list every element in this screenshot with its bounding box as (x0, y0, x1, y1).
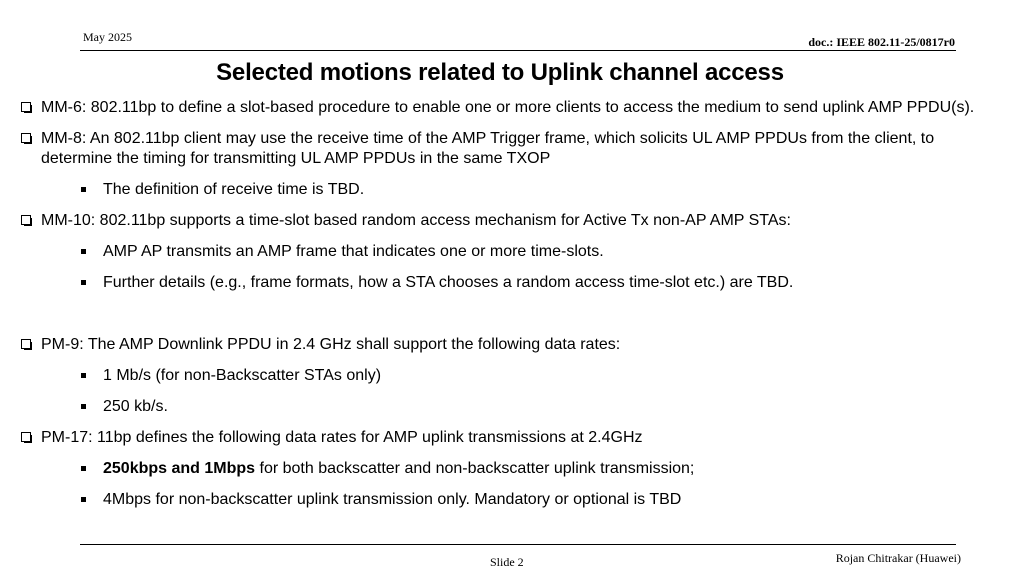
sub-item-text: Further details (e.g., frame formats, ho… (103, 274, 794, 291)
sub-item-pm17-1: 250kbps and 1Mbps for both backscatter a… (17, 459, 1007, 479)
item-text: MM-6: 802.11bp to define a slot-based pr… (41, 99, 975, 116)
square-bullet-icon (81, 249, 86, 254)
list-item-mm8: MM-8: An 802.11bp client may use the rec… (17, 129, 1007, 169)
section-gap (17, 304, 1007, 335)
square-bullet-icon (81, 404, 86, 409)
checkbox-bullet-icon (21, 102, 32, 113)
item-text: MM-10: 802.11bp supports a time-slot bas… (41, 212, 791, 229)
sub-item-text: AMP AP transmits an AMP frame that indic… (103, 243, 604, 260)
square-bullet-icon (81, 187, 86, 192)
slide-number: Slide 2 (490, 555, 524, 569)
footer-divider (80, 544, 956, 545)
checkbox-bullet-icon (21, 339, 32, 350)
list-item-mm10: MM-10: 802.11bp supports a time-slot bas… (17, 211, 1007, 231)
sub-item-pm17-2: 4Mbps for non-backscatter uplink transmi… (17, 490, 1007, 510)
slide-body: MM-6: 802.11bp to define a slot-based pr… (17, 98, 1007, 521)
sub-item-text: for both backscatter and non-backscatter… (255, 460, 695, 477)
list-item-pm17: PM-17: 11bp defines the following data r… (17, 428, 1007, 448)
header-divider (80, 50, 956, 51)
sub-item-mm10-1: AMP AP transmits an AMP frame that indic… (17, 242, 1007, 262)
sub-item-text: 4Mbps for non-backscatter uplink transmi… (103, 491, 682, 508)
checkbox-bullet-icon (21, 133, 32, 144)
list-item-pm9: PM-9: The AMP Downlink PPDU in 2.4 GHz s… (17, 335, 1007, 355)
checkbox-bullet-icon (21, 432, 32, 443)
slide-title: Selected motions related to Uplink chann… (216, 59, 784, 86)
header-doc-number: doc.: IEEE 802.11-25/0817r0 (808, 35, 955, 49)
sub-item-text: The definition of receive time is TBD. (103, 181, 365, 198)
item-text: PM-9: The AMP Downlink PPDU in 2.4 GHz s… (41, 336, 621, 353)
sub-item-pm9-2: 250 kb/s. (17, 397, 1007, 417)
sub-item-mm8-1: The definition of receive time is TBD. (17, 180, 1007, 200)
square-bullet-icon (81, 280, 86, 285)
checkbox-bullet-icon (21, 215, 32, 226)
sub-item-mm10-2: Further details (e.g., frame formats, ho… (17, 273, 1007, 293)
sub-item-pm9-1: 1 Mb/s (for non-Backscatter STAs only) (17, 366, 1007, 386)
sub-item-text: 250 kb/s. (103, 398, 168, 415)
header-date: May 2025 (83, 30, 132, 44)
square-bullet-icon (81, 497, 86, 502)
item-text: PM-17: 11bp defines the following data r… (41, 429, 643, 446)
sub-item-text: 1 Mb/s (for non-Backscatter STAs only) (103, 367, 382, 384)
square-bullet-icon (81, 466, 86, 471)
square-bullet-icon (81, 373, 86, 378)
list-item-mm6: MM-6: 802.11bp to define a slot-based pr… (17, 98, 1007, 118)
footer-author: Rojan Chitrakar (Huawei) (835, 551, 961, 565)
item-text: MM-8: An 802.11bp client may use the rec… (41, 130, 935, 167)
bold-rates-text: 250kbps and 1Mbps (103, 460, 256, 477)
